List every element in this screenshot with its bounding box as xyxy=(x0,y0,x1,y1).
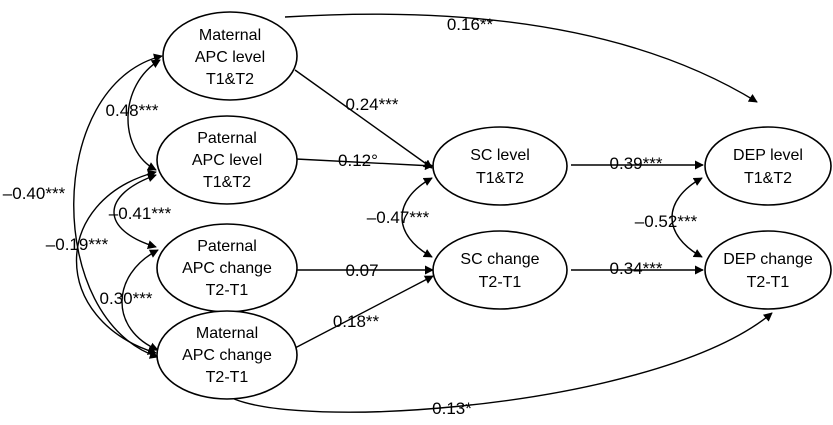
coef-mat-change-dep-change: 0.13* xyxy=(432,399,472,418)
node-label-line: APC change xyxy=(182,347,272,364)
coef-mat-level-sc-level: 0.24*** xyxy=(346,95,399,114)
node-paternal-apc-change: Paternal APC change T2-T1 xyxy=(156,223,298,313)
node-label-line: APC change xyxy=(182,260,272,277)
coef-corr-pat-change-mat-change: 0.30*** xyxy=(100,289,153,308)
corr-pat-level-pat-change xyxy=(113,173,157,249)
coef-pat-level-sc-level: 0.12° xyxy=(338,151,378,170)
coef-sc-level-dep-level: 0.39*** xyxy=(610,154,663,173)
node-maternal-apc-change: Maternal APC change T2-T1 xyxy=(156,310,298,400)
coef-mat-level-dep-level: 0.16** xyxy=(447,15,494,34)
node-sc-change: SC change T2-T1 xyxy=(432,230,568,310)
node-label-line: T1&T2 xyxy=(203,174,251,191)
node-dep-change: DEP change T2-T1 xyxy=(704,230,832,310)
node-label-line: T2-T1 xyxy=(479,274,522,291)
path-pat-level-sc-level xyxy=(295,158,434,171)
node-label-line: APC level xyxy=(195,49,265,66)
coef-corr-mat-level-mat-change: –0.40*** xyxy=(3,184,66,203)
node-label-line: T2-T1 xyxy=(206,282,249,299)
node-label-line: SC level xyxy=(470,147,530,164)
path-mat-change-sc-change xyxy=(294,275,434,349)
node-label-line: T1&T2 xyxy=(206,71,254,88)
corr-pat-level-mat-change xyxy=(76,169,157,355)
node-label-line: Paternal xyxy=(197,238,257,255)
coef-corr-pat-level-pat-change: –0.41*** xyxy=(109,204,172,223)
node-paternal-apc-level: Paternal APC level T1&T2 xyxy=(156,115,298,205)
node-label-line: T1&T2 xyxy=(476,170,524,187)
node-label-line: Paternal xyxy=(197,130,257,147)
coef-sc-change-dep-change: 0.34*** xyxy=(610,259,663,278)
node-label-line: Maternal xyxy=(196,325,258,342)
corr-mat-level-mat-change xyxy=(73,53,163,359)
edges xyxy=(73,13,773,413)
node-label-line: DEP change xyxy=(723,251,813,268)
path-mat-level-dep-level xyxy=(284,13,758,103)
corr-pat-change-mat-change xyxy=(121,249,159,352)
coef-corr-mat-level-pat-level: 0.48*** xyxy=(106,101,159,120)
coef-pat-change-sc-change: 0.07 xyxy=(345,261,378,280)
coef-corr-sc-level-sc-change: –0.47*** xyxy=(367,208,430,227)
coef-corr-dep-level-dep-change: –0.52*** xyxy=(635,212,698,231)
node-label-line: T1&T2 xyxy=(744,170,792,187)
node-label-line: T2-T1 xyxy=(206,369,249,386)
node-dep-level: DEP level T1&T2 xyxy=(704,126,832,206)
node-label-line: APC level xyxy=(192,152,262,169)
path-mat-change-dep-change xyxy=(219,312,773,413)
corr-mat-level-pat-level xyxy=(127,59,161,171)
path-mat-level-sc-level xyxy=(294,69,433,169)
corr-sc-level-sc-change xyxy=(401,177,433,258)
node-label-line: DEP level xyxy=(733,147,803,164)
coef-mat-change-sc-change: 0.18** xyxy=(333,312,380,331)
node-label-line: Maternal xyxy=(199,27,261,44)
node-label-line: T2-T1 xyxy=(747,274,790,291)
node-maternal-apc-level: Maternal APC level T1&T2 xyxy=(162,11,298,101)
coefficient-labels: 0.16** 0.24*** 0.12° 0.07 0.18** 0.13* 0… xyxy=(3,15,698,418)
corr-dep-level-dep-change xyxy=(671,177,703,258)
coef-corr-pat-level-mat-change: –0.19*** xyxy=(46,235,109,254)
node-label-line: SC change xyxy=(460,251,539,268)
node-sc-level: SC level T1&T2 xyxy=(432,126,568,206)
